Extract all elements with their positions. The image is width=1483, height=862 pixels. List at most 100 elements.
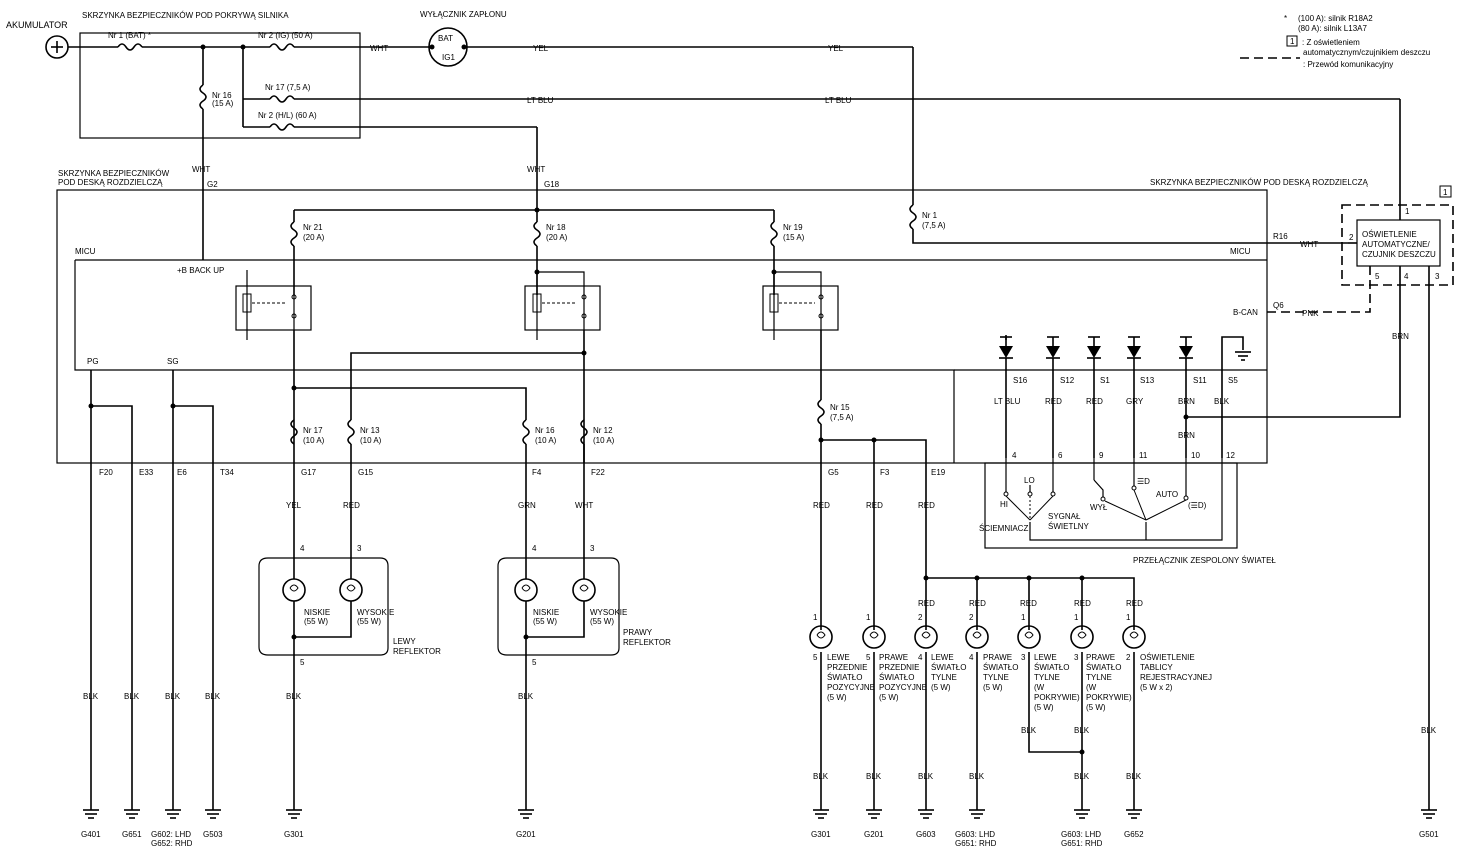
ground-g301: G301 bbox=[284, 830, 304, 839]
conn-s1: S1 bbox=[1100, 376, 1110, 385]
left-hl-low2: (55 W) bbox=[304, 617, 328, 626]
wire-red-s12: RED bbox=[1045, 397, 1062, 406]
combination-switch: PRZEŁĄCZNIK ZESPOLONY ŚWIATEŁ 4 6 9 11 1… bbox=[979, 451, 1276, 565]
conn-g15: G15 bbox=[358, 468, 374, 477]
lamp-bulb-icon bbox=[1070, 625, 1094, 649]
lamp-bulb-icon bbox=[1017, 625, 1041, 649]
switch-title: PRZEŁĄCZNIK ZESPOLONY ŚWIATEŁ bbox=[1133, 556, 1276, 565]
fuse-nr1-dash: Nr 1 (7,5 A) bbox=[909, 47, 1348, 244]
lamp-label-line: (W bbox=[1086, 683, 1097, 692]
right-hl-pin5: 5 bbox=[532, 658, 537, 667]
micu-label-right: MICU bbox=[1230, 247, 1251, 256]
wire-red-lamp7: RED bbox=[1126, 599, 1143, 608]
fuse-nr12-b: (10 A) bbox=[593, 436, 615, 445]
wire-blk-11: BLK bbox=[918, 772, 934, 781]
battery-label: AKUMULATOR bbox=[6, 20, 68, 30]
conn-s11: S11 bbox=[1193, 376, 1207, 385]
wire-blk-3: BLK bbox=[165, 692, 181, 701]
sensor-box-num: 1 bbox=[1443, 188, 1448, 197]
conn-g17: G17 bbox=[301, 468, 317, 477]
micu: MICU MICU +B BACK UP B-CAN PG SG bbox=[74, 247, 1267, 463]
fuse-bat-label: Nr 1 (BAT) * bbox=[108, 31, 151, 40]
lamp-label-line: (5 W x 2) bbox=[1140, 683, 1173, 692]
lamp-label-line: POKRYWIE) bbox=[1086, 693, 1132, 702]
switch-pin12: 12 bbox=[1226, 451, 1235, 460]
right-hl-low2: (55 W) bbox=[533, 617, 557, 626]
relay-1 bbox=[235, 270, 312, 463]
wire-yel-2: YEL bbox=[828, 44, 844, 53]
lamp-label-line: (5 W) bbox=[931, 683, 951, 692]
ignition-ig1: IG1 bbox=[442, 53, 455, 62]
lamp-pin-top: 2 bbox=[918, 613, 923, 622]
fuse-hl-label: Nr 2 (H/L) (60 A) bbox=[258, 111, 317, 120]
lamp-bulb-icon bbox=[1122, 625, 1146, 649]
right-headlight: 4 3 5 NISKIE (55 W) WYSOKIE (55 W) PRAWY… bbox=[497, 444, 671, 810]
wire-ltblu-s16: LT BLU bbox=[994, 397, 1021, 406]
sensor-line2: AUTOMATYCZNE/ bbox=[1362, 240, 1430, 249]
lamp-label-line: LEWE bbox=[931, 653, 954, 662]
lamp-label-line: LEWE bbox=[827, 653, 850, 662]
conn-f4: F4 bbox=[532, 468, 542, 477]
micu-label-left: MICU bbox=[75, 247, 96, 256]
wire-blk-12: BLK bbox=[969, 772, 985, 781]
wire-blk-14: BLK bbox=[1126, 772, 1142, 781]
position-light-wiring: RED RED RED RED RED bbox=[818, 437, 1143, 630]
fuse-nr21-b: (20 A) bbox=[303, 233, 325, 242]
switch-sciemniacz: ŚCIEMNIACZ bbox=[979, 524, 1028, 533]
pg-sg-wiring bbox=[88, 370, 214, 810]
fuse16-label-b: (15 A) bbox=[212, 99, 234, 108]
ground-icon bbox=[165, 809, 181, 819]
sensor-pin1: 1 bbox=[1405, 207, 1410, 216]
left-hl-name2: REFLEKTOR bbox=[393, 647, 441, 656]
ground-g602a: G602: LHD bbox=[151, 830, 191, 839]
lamp-label-line: TABLICY bbox=[1140, 663, 1173, 672]
lamp-label-line: REJESTRACYJNEJ bbox=[1140, 673, 1212, 682]
ground-g503: G503 bbox=[203, 830, 223, 839]
lamp-bulb-icon bbox=[862, 625, 886, 649]
ignition-switch: WYŁĄCZNIK ZAPŁONU BAT IG1 bbox=[420, 10, 913, 67]
sg-label: SG bbox=[167, 357, 179, 366]
sensor-pin5: 5 bbox=[1375, 272, 1380, 281]
ground-g603d: G651: RHD bbox=[1061, 839, 1103, 848]
lamp-pin-top: 1 bbox=[1021, 613, 1026, 622]
sensor-line1: OŚWIETLENIE bbox=[1362, 230, 1417, 239]
conn-r16: R16 bbox=[1273, 232, 1288, 241]
ground-g301b: G301 bbox=[811, 830, 831, 839]
conn-g18: G18 bbox=[544, 180, 560, 189]
wire-red-lamp5: RED bbox=[1020, 599, 1037, 608]
wire-blk-13: BLK bbox=[1074, 772, 1090, 781]
fuse-nr15-a: Nr 15 bbox=[830, 403, 850, 412]
wire-red-lamp6: RED bbox=[1074, 599, 1091, 608]
lamp-label-line: ŚWIATŁO bbox=[879, 673, 914, 682]
fuse-ig-label: Nr 2 (IG) (50 A) bbox=[258, 31, 313, 40]
sensor-pin4: 4 bbox=[1404, 272, 1409, 281]
switch-sygnal2: ŚWIETLNY bbox=[1048, 522, 1090, 531]
ground-g501: G501 bbox=[1419, 830, 1439, 839]
note-line5: : Przewód komunikacyjny bbox=[1303, 60, 1393, 69]
lamp-label-line: TYLNE bbox=[931, 673, 957, 682]
auto-light-sensor: 1 OŚWIETLENIE AUTOMATYCZNE/ CZUJNIK DESZ… bbox=[1186, 99, 1454, 810]
lamp-pin-bottom: 4 bbox=[918, 653, 923, 662]
lamp-pin-top: 1 bbox=[1074, 613, 1079, 622]
switch-pin10: 10 bbox=[1191, 451, 1200, 460]
left-hl-pin3: 3 bbox=[357, 544, 362, 553]
b-backup-label: +B BACK UP bbox=[177, 266, 224, 275]
ground-icon bbox=[866, 809, 882, 819]
ground-icon bbox=[813, 809, 829, 819]
wire-brn-s11: BRN bbox=[1178, 397, 1195, 406]
conn-s13: S13 bbox=[1140, 376, 1155, 385]
lamp-pin-bottom: 2 bbox=[1126, 653, 1131, 662]
lamp-pin-bottom: 5 bbox=[813, 653, 818, 662]
conn-e6: E6 bbox=[177, 468, 187, 477]
dash-box-title2: POD DESKĄ ROZDZIELCZĄ bbox=[58, 178, 163, 187]
lamp-pin-top: 1 bbox=[866, 613, 871, 622]
lamp-label-line: PRAWE bbox=[983, 653, 1012, 662]
wire-blk-5: BLK bbox=[286, 692, 302, 701]
lamp-filament bbox=[1129, 631, 1139, 639]
